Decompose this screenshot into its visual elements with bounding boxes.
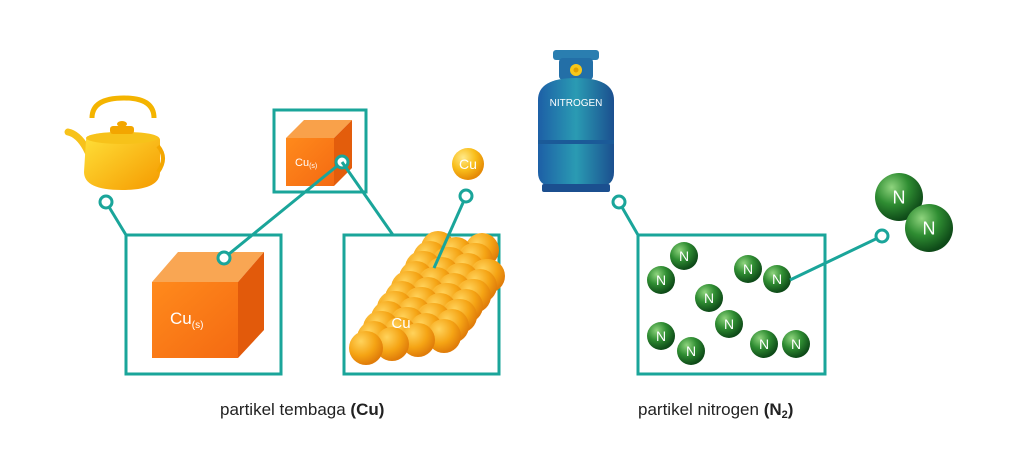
lattice-label: Cu [391,315,410,332]
nitrogen-atom-label: N [686,343,696,359]
connector-node [611,194,627,210]
nitrogen-atom-label: N [656,328,666,344]
big-cube-label: Cu(s) [170,309,203,331]
nitrogen-atom [782,330,810,358]
nitrogen-atom-label: N [679,248,689,264]
copper-lattice-atom [349,331,383,365]
connector-node [874,228,890,244]
nitrogen-atom [734,255,762,283]
nitrogen-atom [750,330,778,358]
gas-cylinder-icon: NITROGEN [538,50,614,192]
nitrogen-atom [715,310,743,338]
connector-molecule-zoom [789,234,883,282]
big-nitrogen-molecule: NN [875,173,953,252]
nitrogen-atom [695,284,723,312]
nitrogen-atom-label: N [656,272,666,288]
nitrogen-atom-label: N [772,271,782,287]
kettle-icon [64,95,165,190]
nitrogen-atom [763,265,791,293]
nitrogen-atom-label: N [923,218,936,238]
copper-caption: partikel tembaga (Cu) [220,400,385,419]
copper-lattice-atom [401,323,435,357]
copper-lattice-atom [427,319,461,353]
nitrogen-frame [636,233,827,376]
connector-node [458,188,474,204]
nitrogen-atom [905,204,953,252]
connector-node [216,250,232,266]
small-cube-label: Cu(s) [295,157,317,170]
connector-node [98,194,114,210]
copper-lattice [349,231,505,365]
nitrogen-atom-label: N [724,316,734,332]
nitrogen-atom [875,173,923,221]
copper-atom [452,148,484,180]
nitrogen-atom [677,337,705,365]
connector-atom-to-lattice [432,195,468,269]
nitrogen-atom-label: N [791,336,801,352]
nitrogen-atom-label: N [704,290,714,306]
nitrogen-atom-label: N [893,187,906,207]
connector-small-cube-to-lattice [340,161,395,236]
nitrogen-atom [670,242,698,270]
cylinder-label: NITROGEN [550,98,603,109]
nitrogen-atom [647,322,675,350]
nitrogen-atom-label: N [743,261,753,277]
nitrogen-caption: partikel nitrogen (N2) [638,400,794,421]
small-cube-frame [272,108,368,194]
nitrogen-atom-label: N [759,336,769,352]
big-cube: Cu(s) [152,252,264,358]
nitrogen-atom [647,266,675,294]
connector-small-to-big-cube [223,160,343,260]
copper-atom-label: Cu [459,156,477,172]
lattice-frame [342,233,501,376]
small-cube: Cu(s) [286,120,352,186]
copper-lattice-atom [375,327,409,361]
big-cube-frame [124,233,283,376]
